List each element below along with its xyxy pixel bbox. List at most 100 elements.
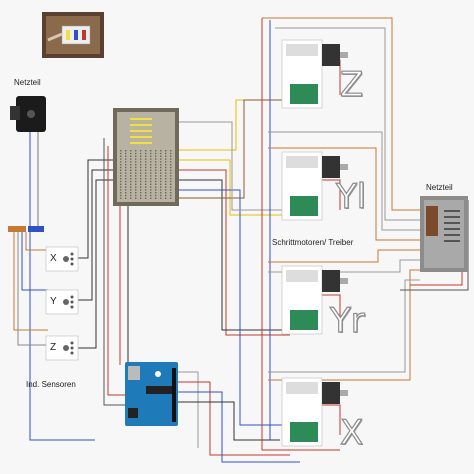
inductive-sensor-icon	[45, 335, 79, 361]
wire-bb-drivers-yellow	[178, 159, 290, 216]
breadboard-hole	[120, 197, 122, 199]
breadboard-hole	[140, 150, 142, 152]
breadboard-hole	[120, 161, 122, 163]
breadboard-hole	[125, 192, 127, 194]
wire-motor-yl	[322, 179, 341, 210]
breadboard-hole	[155, 197, 157, 199]
wire-motor-x	[322, 404, 341, 435]
wire-driver-supply-red	[261, 18, 340, 451]
axis-label-yl: Yl	[335, 177, 367, 217]
wire-arduino-out-1	[178, 371, 199, 448]
breadboard-hole	[135, 155, 137, 157]
power-adapter-label: Netzteil	[14, 78, 41, 87]
breadboard-hole	[145, 180, 147, 183]
breadboard-hole	[165, 158, 167, 160]
breadboard-hole	[125, 161, 127, 163]
breadboard-hole	[145, 197, 147, 199]
breadboard-hole	[160, 152, 162, 155]
breadboard-hole	[165, 192, 167, 194]
breadboard-hole	[155, 158, 157, 160]
breadboard-hole	[160, 169, 162, 171]
breadboard-hole	[120, 169, 122, 171]
breadboard-hole	[160, 178, 162, 180]
breadboard-hole	[125, 194, 127, 197]
breadboard-hole	[160, 194, 162, 197]
breadboard-hole	[145, 155, 147, 157]
breadboard-hole	[130, 186, 132, 188]
breadboard-hole	[165, 161, 167, 163]
breadboard-hole	[140, 189, 142, 191]
wire-sensor-x	[78, 159, 113, 259]
breadboard-hole	[140, 194, 142, 197]
breadboard-hole	[120, 158, 122, 160]
breadboard-hole	[165, 183, 167, 185]
breadboard-hole	[170, 197, 172, 199]
breadboard-hole	[145, 192, 147, 194]
breadboard-hole	[170, 158, 172, 160]
breadboard-hole	[165, 155, 167, 157]
breadboard-hole	[155, 194, 157, 197]
breadboard-hole	[160, 186, 162, 188]
breadboard-hole	[155, 175, 157, 177]
sensor-letter-z: Z	[50, 342, 57, 353]
wire-lower-frame-1	[268, 249, 420, 263]
breadboard-hole	[125, 189, 127, 191]
breadboard-hole	[135, 189, 137, 191]
breadboard-hole	[140, 186, 142, 188]
breadboard-icon	[113, 108, 179, 206]
breadboard-hole	[125, 172, 127, 174]
breadboard-hole	[170, 180, 172, 183]
breadboard-hole	[155, 152, 157, 155]
breadboard-hole	[125, 178, 127, 180]
breadboard-hole	[155, 169, 157, 171]
wire-mid-frame-1	[268, 131, 420, 231]
breadboard-hole	[155, 161, 157, 163]
breadboard-hole	[135, 164, 137, 166]
stepper-driver-x	[281, 377, 348, 447]
breadboard-hole	[120, 189, 122, 191]
breadboard-hole	[125, 183, 127, 185]
stepper-driver-yl	[281, 151, 348, 221]
breadboard-hole	[160, 164, 162, 166]
breadboard-hole	[120, 192, 122, 194]
breadboard-hole	[135, 175, 137, 177]
wire-sensor-bus-2	[17, 232, 48, 346]
inductive-sensors	[45, 246, 79, 361]
breadboard-hole	[155, 172, 157, 174]
breadboard-hole	[120, 186, 122, 188]
breadboard-hole	[135, 183, 137, 185]
breadboard-hole	[165, 180, 167, 183]
breadboard-hole	[165, 178, 167, 180]
breadboard-hole	[135, 197, 137, 199]
breadboard-hole	[150, 192, 152, 194]
breadboard-hole	[125, 150, 127, 152]
wire-arduino-out-2	[178, 381, 290, 456]
axis-label-z: Z	[339, 65, 364, 105]
breadboard-hole	[135, 192, 137, 194]
breadboard-hole	[170, 175, 172, 177]
wire-sensor-bus-3	[21, 232, 48, 291]
breadboard-hole	[130, 172, 132, 174]
breadboard-hole	[155, 155, 157, 157]
breadboard-hole	[145, 178, 147, 180]
wire-bb-drivers-yellow-2	[178, 99, 290, 151]
breadboard-hole	[140, 155, 142, 157]
breadboard-hole	[160, 172, 162, 174]
sensor-letter-x: X	[50, 253, 57, 264]
breadboard-hole	[145, 175, 147, 177]
breadboard-hole	[150, 152, 152, 155]
breadboard-hole	[140, 161, 142, 163]
breadboard-hole	[140, 180, 142, 183]
power-adapter-icon	[10, 96, 46, 132]
breadboard-hole	[125, 164, 127, 166]
wire-bb-drivers-red	[178, 169, 290, 336]
breadboard-hole	[140, 197, 142, 199]
wire-arduino-out-4	[178, 401, 280, 441]
breadboard-hole	[120, 183, 122, 185]
breadboard-hole	[120, 180, 122, 183]
breadboard-hole	[135, 186, 137, 188]
wire-motor-yr	[322, 294, 341, 325]
breadboard-hole	[125, 166, 127, 169]
breadboard-hole	[165, 169, 167, 171]
